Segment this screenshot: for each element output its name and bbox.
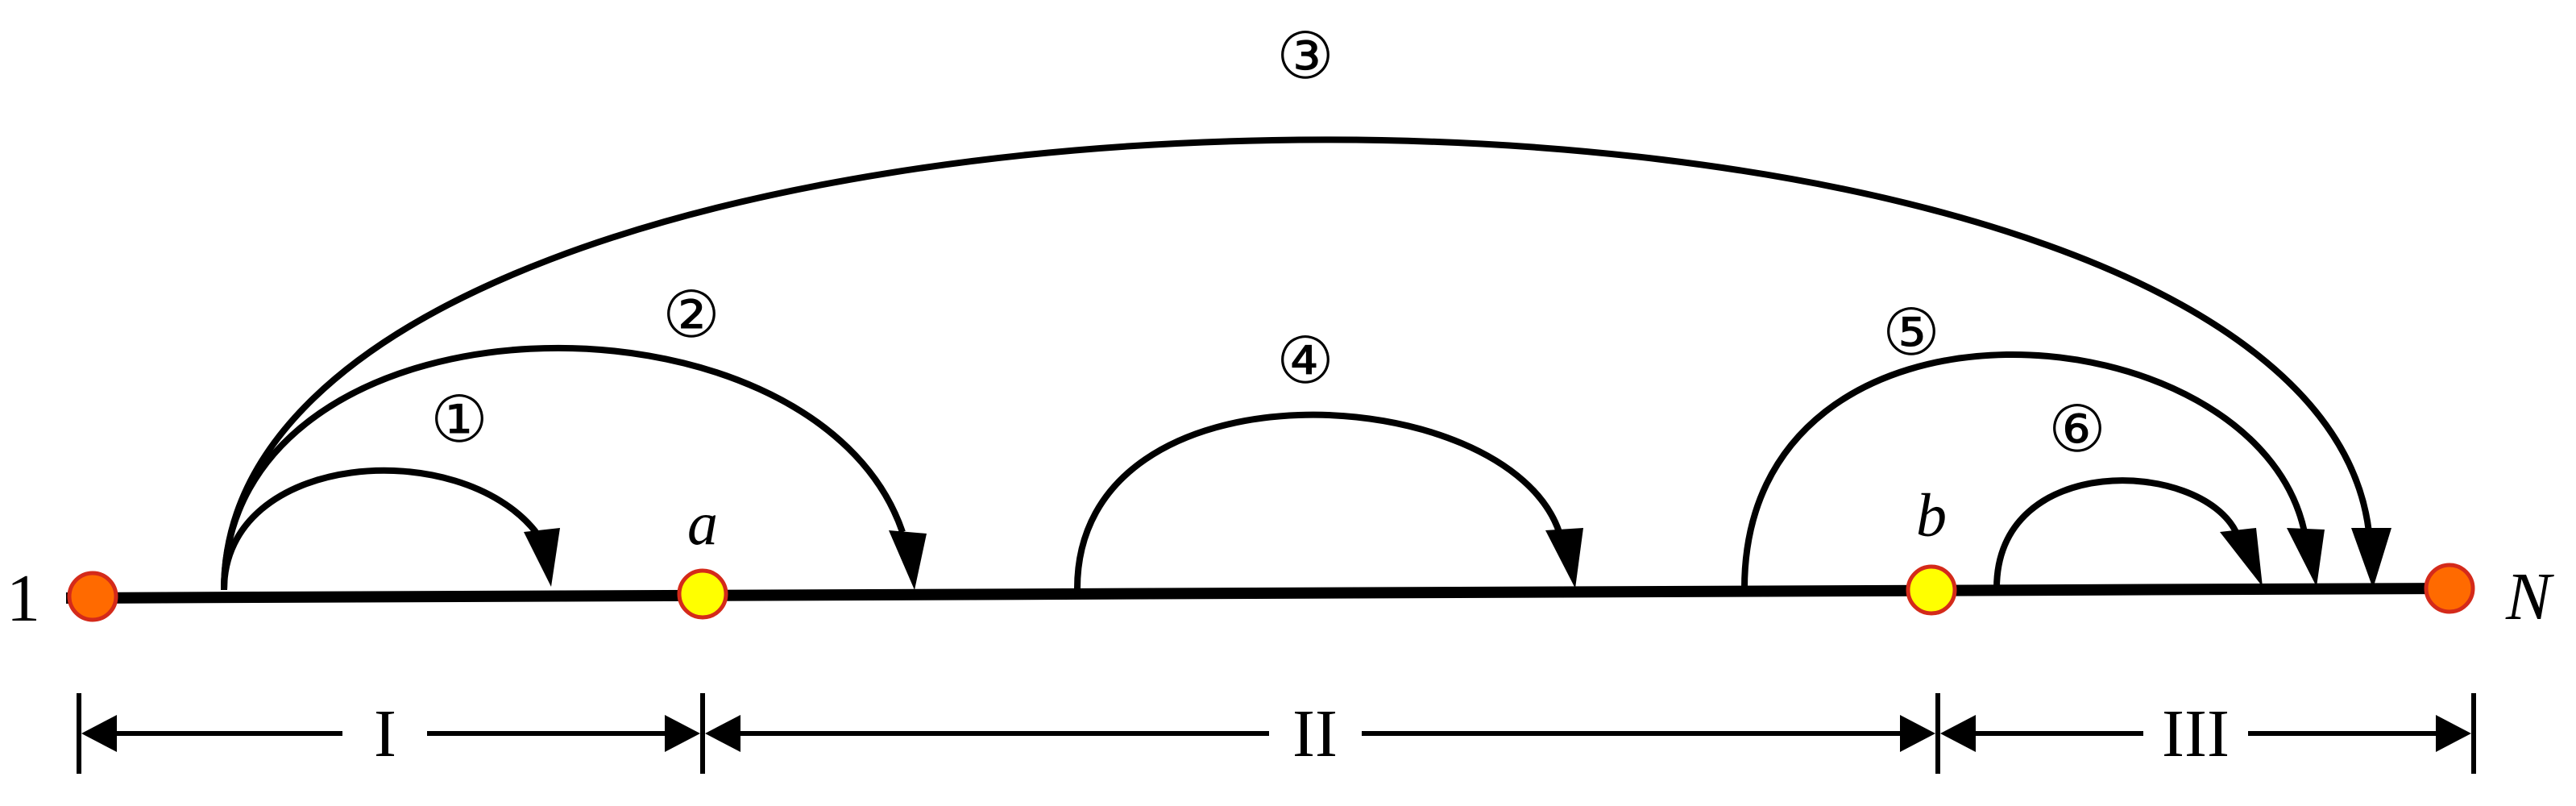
chain-line — [65, 583, 2460, 604]
arc-label-5: ⑤ — [1882, 295, 1940, 370]
arc-1-arrowhead — [524, 528, 560, 587]
node-end-label: N — [2505, 559, 2554, 634]
arc-6 — [1993, 477, 2239, 589]
arc-2 — [221, 344, 906, 591]
arc-5-arrowhead — [2287, 528, 2325, 587]
node-start-label: 1 — [6, 561, 40, 636]
interval-III-arrow-right — [2436, 715, 2471, 752]
interval-III-arrow-left — [1940, 715, 1976, 752]
arc-label-2: ② — [662, 277, 720, 352]
arc-4 — [1074, 411, 1562, 589]
arc-1 — [221, 467, 539, 591]
interval-I-arrow-left — [81, 715, 117, 752]
node-start — [67, 571, 118, 622]
interval-II-arrow-right — [1900, 715, 1935, 752]
arc-label-4: ④ — [1276, 323, 1334, 398]
arc-4-arrowhead — [1545, 528, 1583, 588]
arc-3-arrowhead — [2351, 528, 2391, 588]
interval-II-arrow-left — [705, 715, 740, 752]
node-b-label: b — [1916, 482, 1947, 550]
node-b — [1906, 564, 1957, 616]
node-end — [2424, 563, 2475, 614]
arc-3 — [221, 136, 2372, 591]
arc-label-1: ① — [430, 382, 488, 457]
arc-label-3: ③ — [1276, 19, 1334, 93]
arc-2-arrowhead — [889, 530, 927, 590]
arc-label-6: ⑥ — [2048, 392, 2106, 467]
arc-5 — [1741, 351, 2308, 589]
interval-I-arrow-right — [665, 715, 700, 752]
node-a-label: a — [687, 490, 718, 558]
interval-label-I: I — [374, 696, 396, 771]
arc-6-arrowhead — [2220, 528, 2263, 587]
interval-label-III: III — [2162, 696, 2230, 771]
node-a — [677, 568, 728, 620]
interval-label-II: II — [1292, 696, 1338, 771]
